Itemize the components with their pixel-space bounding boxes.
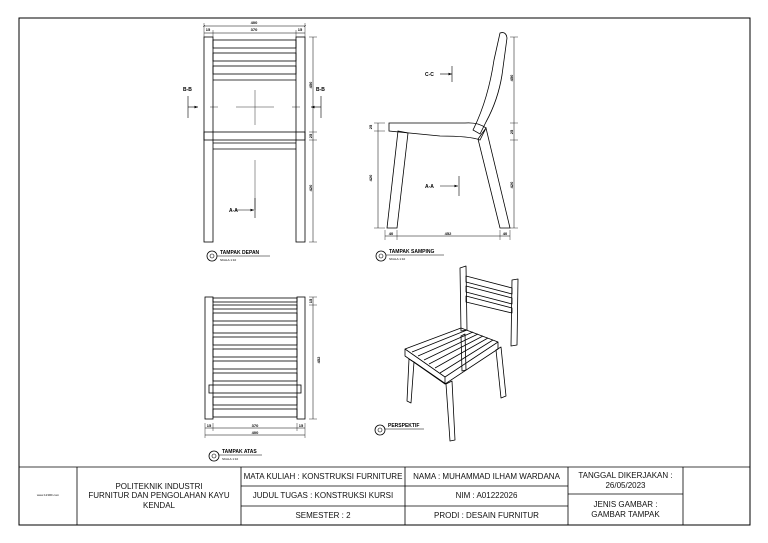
side-backrest xyxy=(472,32,508,135)
dim-side-leg-back: 40 xyxy=(503,231,508,236)
persp-front-right-leg xyxy=(445,380,456,442)
dim-top-inner-width: 370 xyxy=(252,423,259,428)
dim-side-depth: 452 xyxy=(445,231,452,236)
top-left-side xyxy=(204,296,214,420)
dim-front-leg-right: 15 xyxy=(298,27,303,32)
judul-tugas: JUDUL TUGAS : KONSTRUKSI KURSI xyxy=(252,491,394,501)
front-right-post xyxy=(295,36,306,243)
side-view xyxy=(374,32,518,240)
dim-top-depth: 452 xyxy=(316,356,321,363)
persp-front-left-leg xyxy=(406,358,415,404)
top-view-title: TAMPAK ATAS SKALA 1:10 xyxy=(208,449,262,462)
dim-side-mid: 25 xyxy=(509,129,514,134)
dim-side-seat-thk: 25 xyxy=(368,124,373,129)
dim-front-seat-thickness: 25 xyxy=(308,133,313,138)
dim-top-side-left: 15 xyxy=(207,423,212,428)
tanggal-block: TANGGAL DIKERJAKAN : 26/05/2023 xyxy=(568,467,683,494)
front-view-title-text: TAMPAK DEPAN xyxy=(220,250,260,256)
title-block-grid xyxy=(19,466,750,525)
front-view-scale: SKALA 1:10 xyxy=(220,258,237,262)
front-left-post xyxy=(203,36,214,243)
institution-line-3: KENDAL xyxy=(142,500,175,510)
side-view-title-text: TAMPAK SAMPING xyxy=(389,249,434,255)
side-front-leg xyxy=(386,130,409,229)
section-label-cc: C-C xyxy=(425,72,434,78)
section-label-aa-front: A-A xyxy=(229,208,238,214)
dim-front-inner-width: 370 xyxy=(251,27,258,32)
side-back-leg xyxy=(477,127,511,229)
section-label-aa-side: A-A xyxy=(425,184,434,190)
top-view-dimension-texts: 452 15 370 400 15 15 xyxy=(207,298,321,435)
side-view-dimension-texts: 450 25 420 25 420 452 40 40 C-C A-A xyxy=(368,72,514,236)
sheet-border xyxy=(18,17,751,526)
perspective-view xyxy=(404,265,519,442)
jenis-label: JENIS GAMBAR : xyxy=(593,500,658,510)
section-label-bb-right: B-B xyxy=(316,87,325,93)
dim-front-lower-height: 420 xyxy=(308,184,313,191)
student-name: NAMA : MUHAMMAD ILHAM WARDANA xyxy=(413,471,560,481)
jenis-block: JENIS GAMBAR : GAMBAR TAMPAK xyxy=(568,494,683,525)
institution-line-1: POLITEKNIK INDUSTRI xyxy=(115,482,203,492)
prodi: PRODI : DESAIN FURNITUR xyxy=(434,510,539,520)
dim-side-bottom-height: 420 xyxy=(509,181,514,188)
dim-top-side-right: 15 xyxy=(308,298,313,303)
logo-text: www.123RF.com xyxy=(36,493,60,498)
perspective-title-text: PERSPEKTIF xyxy=(388,423,419,429)
front-back-rail-3 xyxy=(212,65,297,75)
dim-top-overall-width: 400 xyxy=(252,430,259,435)
dim-top-side-right-bottom: 15 xyxy=(299,423,304,428)
student-nim: NIM : A01222026 xyxy=(455,491,518,501)
persp-back-right-post xyxy=(510,278,519,347)
front-view-dimension-texts: 400 370 15 15 450 25 420 B-B B-B A-A xyxy=(183,20,325,214)
semester: SEMESTER : 2 xyxy=(295,510,351,520)
top-right-side xyxy=(296,296,306,420)
top-slats xyxy=(208,297,302,418)
tanggal-value: 26/05/2023 xyxy=(605,480,646,490)
dim-side-seat-height: 420 xyxy=(368,174,373,181)
top-view xyxy=(204,296,317,438)
side-view-title: TAMPAK SAMPING SKALA 1:10 xyxy=(375,249,444,262)
front-view-title: TAMPAK DEPAN SKALA 1:10 xyxy=(206,250,270,262)
perspective-title: PERSPEKTIF xyxy=(374,423,424,436)
institution-line-2: FURNITUR DAN PENGOLAHAN KAYU xyxy=(88,491,230,501)
persp-back-right-leg xyxy=(495,346,507,399)
front-view xyxy=(187,23,322,243)
dim-side-leg-front: 40 xyxy=(389,231,394,236)
section-label-bb-left: B-B xyxy=(183,87,192,93)
front-back-rail-2 xyxy=(212,52,297,62)
dim-front-leg-left: 15 xyxy=(206,27,211,32)
side-seat xyxy=(388,122,487,141)
front-back-rail-1 xyxy=(212,39,297,49)
side-view-scale: SKALA 1:10 xyxy=(389,257,406,261)
institution-name: POLITEKNIK INDUSTRI FURNITUR DAN PENGOLA… xyxy=(77,467,241,525)
jenis-value: GAMBAR TAMPAK xyxy=(591,509,660,519)
top-view-scale: SKALA 1:10 xyxy=(222,457,239,461)
dim-front-upper-height: 450 xyxy=(308,81,313,88)
dim-front-overall-width: 400 xyxy=(251,20,258,25)
mata-kuliah: MATA KULIAH : KONSTRUKSI FURNITURE xyxy=(243,471,403,481)
dim-side-top-height: 450 xyxy=(509,74,514,81)
tanggal-label: TANGGAL DIKERJAKAN : xyxy=(578,471,673,481)
top-view-title-text: TAMPAK ATAS xyxy=(222,449,257,455)
front-seat xyxy=(203,131,306,141)
